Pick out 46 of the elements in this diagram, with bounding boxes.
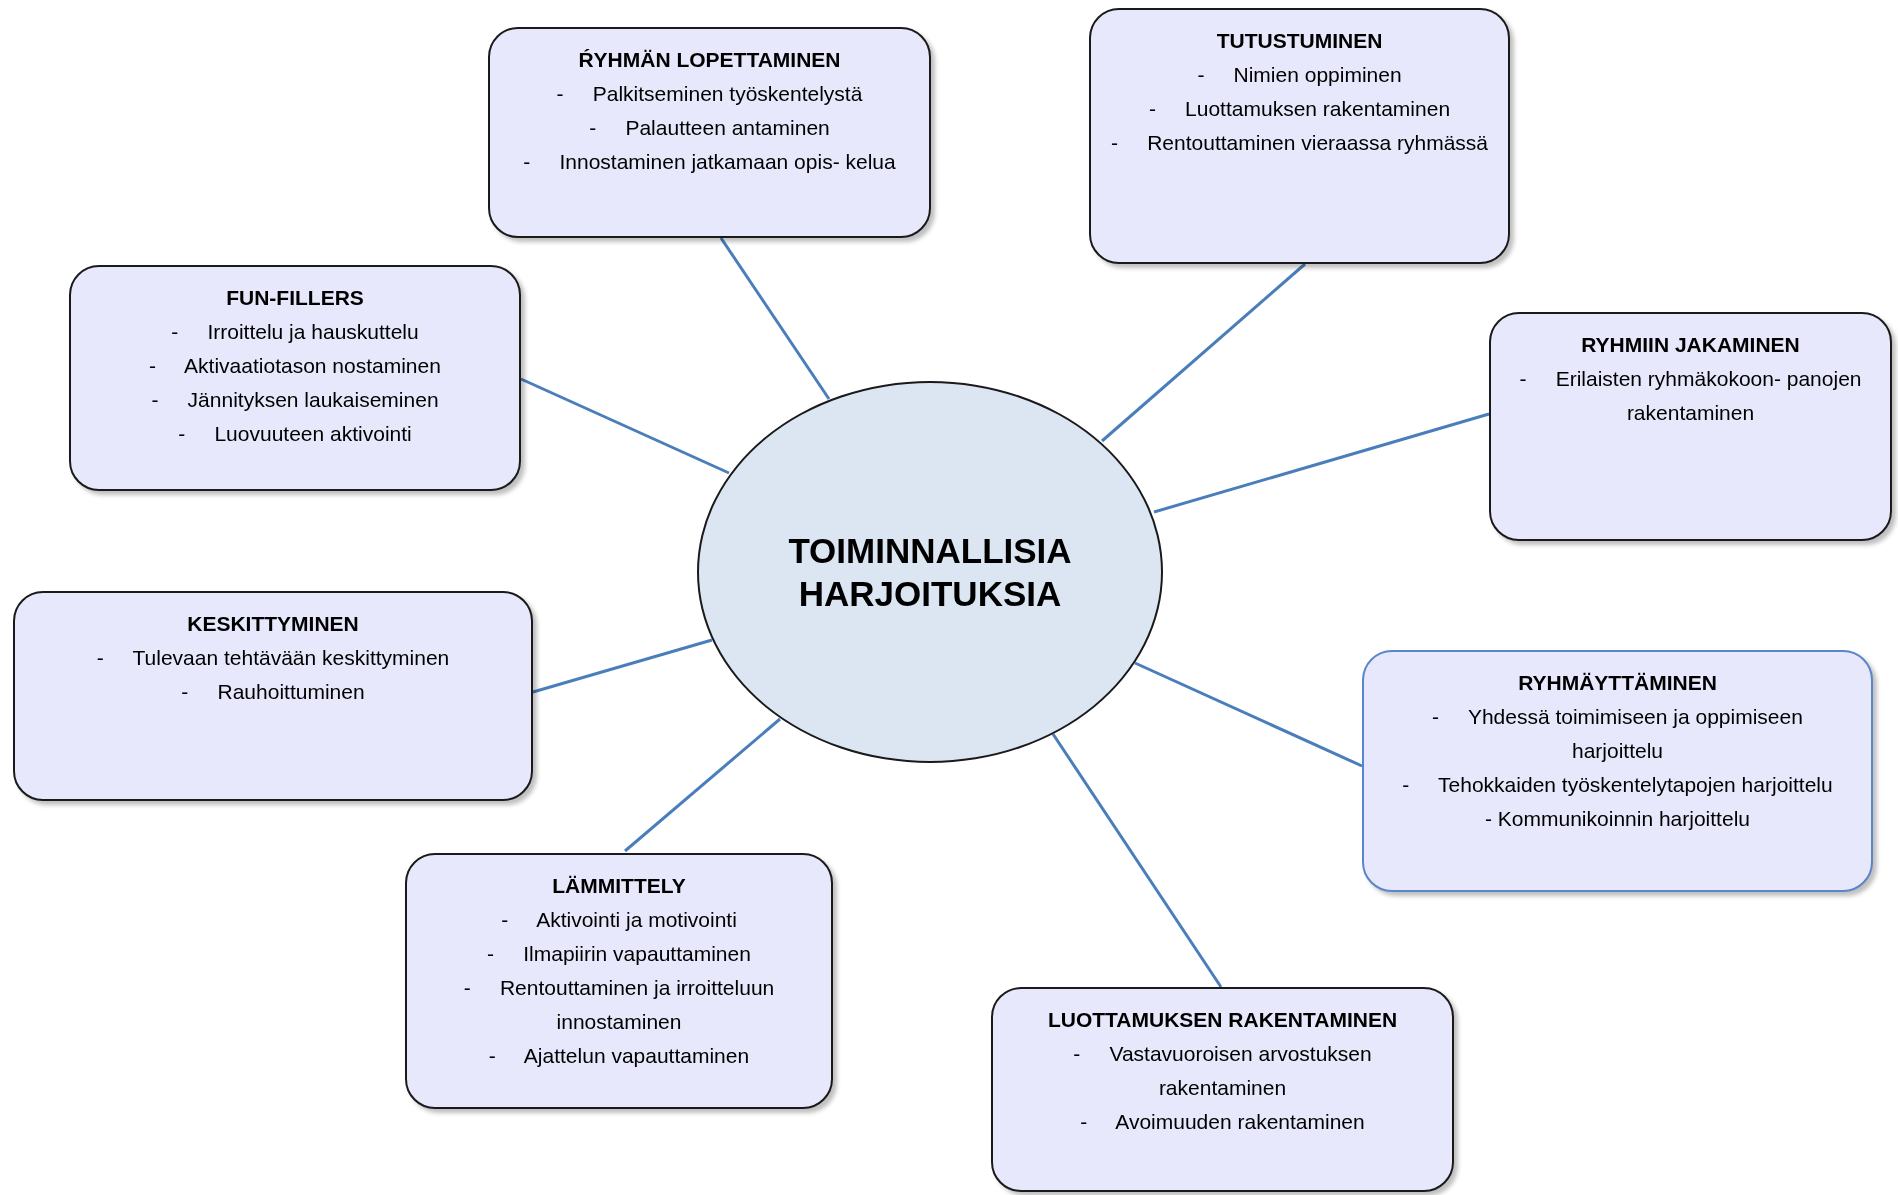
bullet-item: - Luovuuteen aktivointi xyxy=(177,421,413,447)
bullet-item: - Rauhoittuminen xyxy=(180,679,366,705)
connector-line xyxy=(1101,262,1306,443)
topic-box xyxy=(1089,8,1510,264)
topic-box xyxy=(13,591,533,801)
bullet-item: - Avoimuuden rakentaminen xyxy=(1079,1109,1366,1135)
connector-line xyxy=(624,717,781,853)
topic-heading: RYHMÄYTTÄMINEN xyxy=(1517,670,1718,696)
bullet-item: - Tulevaan tehtävään keskittyminen xyxy=(95,645,451,671)
topic-heading: RYHMIIN JAKAMINEN xyxy=(1580,332,1801,358)
bullet-item: - Rentouttaminen vieraassa ryhmässä xyxy=(1111,130,1488,156)
bullet-item: - Nimien oppiminen xyxy=(1196,62,1403,88)
topic-heading: TUTUSTUMINEN xyxy=(1215,28,1384,54)
bullet-item: - Palautteen antaminen xyxy=(588,115,831,141)
topic-box xyxy=(488,27,931,238)
bullet-item: - Rentouttaminen ja irroitteluun innostaminen xyxy=(462,975,776,1035)
bullet-item: - Irroittelu ja hauskuttelu xyxy=(170,319,420,345)
topic-box xyxy=(991,987,1454,1192)
bullet-item: - Innostaminen jatkamaan opis- kelua xyxy=(522,149,897,175)
topic-box xyxy=(69,265,521,491)
topic-box xyxy=(1362,650,1873,892)
bullet-item: - Kommunikoinnin harjoittelu xyxy=(1484,806,1751,832)
topic-heading: ŔYHMÄN LOPETTAMINEN xyxy=(577,47,842,73)
bullet-item: - Ilmapiirin vapauttaminen xyxy=(486,941,752,967)
connector-line xyxy=(1134,661,1363,768)
topic-heading: LÄMMITTELY xyxy=(551,873,687,899)
center-title: TOIMINNALLISIA HARJOITUKSIA xyxy=(787,530,1073,615)
topic-box xyxy=(1489,312,1892,541)
topic-heading: LUOTTAMUKSEN RAKENTAMINEN xyxy=(1046,1007,1399,1033)
bullet-item: - Palkitseminen työskentelystä xyxy=(555,81,864,107)
connector-line xyxy=(1153,412,1490,514)
bullet-item: - Vastavuoroisen arvostuksen rakentaminen xyxy=(1072,1041,1373,1101)
connector-line xyxy=(719,237,831,400)
bullet-item: - Ajattelun vapauttaminen xyxy=(487,1043,751,1069)
bullet-item: - Aktivaatiotason nostaminen xyxy=(148,353,442,379)
topic-heading: FUN-FILLERS xyxy=(225,285,365,311)
bullet-item: - Luottamuksen rakentaminen xyxy=(1147,96,1452,122)
connector-line xyxy=(1051,733,1223,988)
bullet-item: - Erilaisten ryhmäkokoon- panojen rakentaminen xyxy=(1518,366,1863,426)
bullet-item: - Yhdessä toimimiseen ja oppimiseen harjoittelu xyxy=(1431,704,1804,764)
bullet-item: - Jännityksen laukaiseminen xyxy=(150,387,440,413)
topic-box xyxy=(405,853,833,1109)
topic-heading: KESKITTYMINEN xyxy=(186,611,360,637)
bullet-item: - Aktivointi ja motivointi xyxy=(500,907,738,933)
bullet-item: - Tehokkaiden työskentelytapojen harjoittelu xyxy=(1401,772,1834,798)
connector-line xyxy=(520,377,730,475)
